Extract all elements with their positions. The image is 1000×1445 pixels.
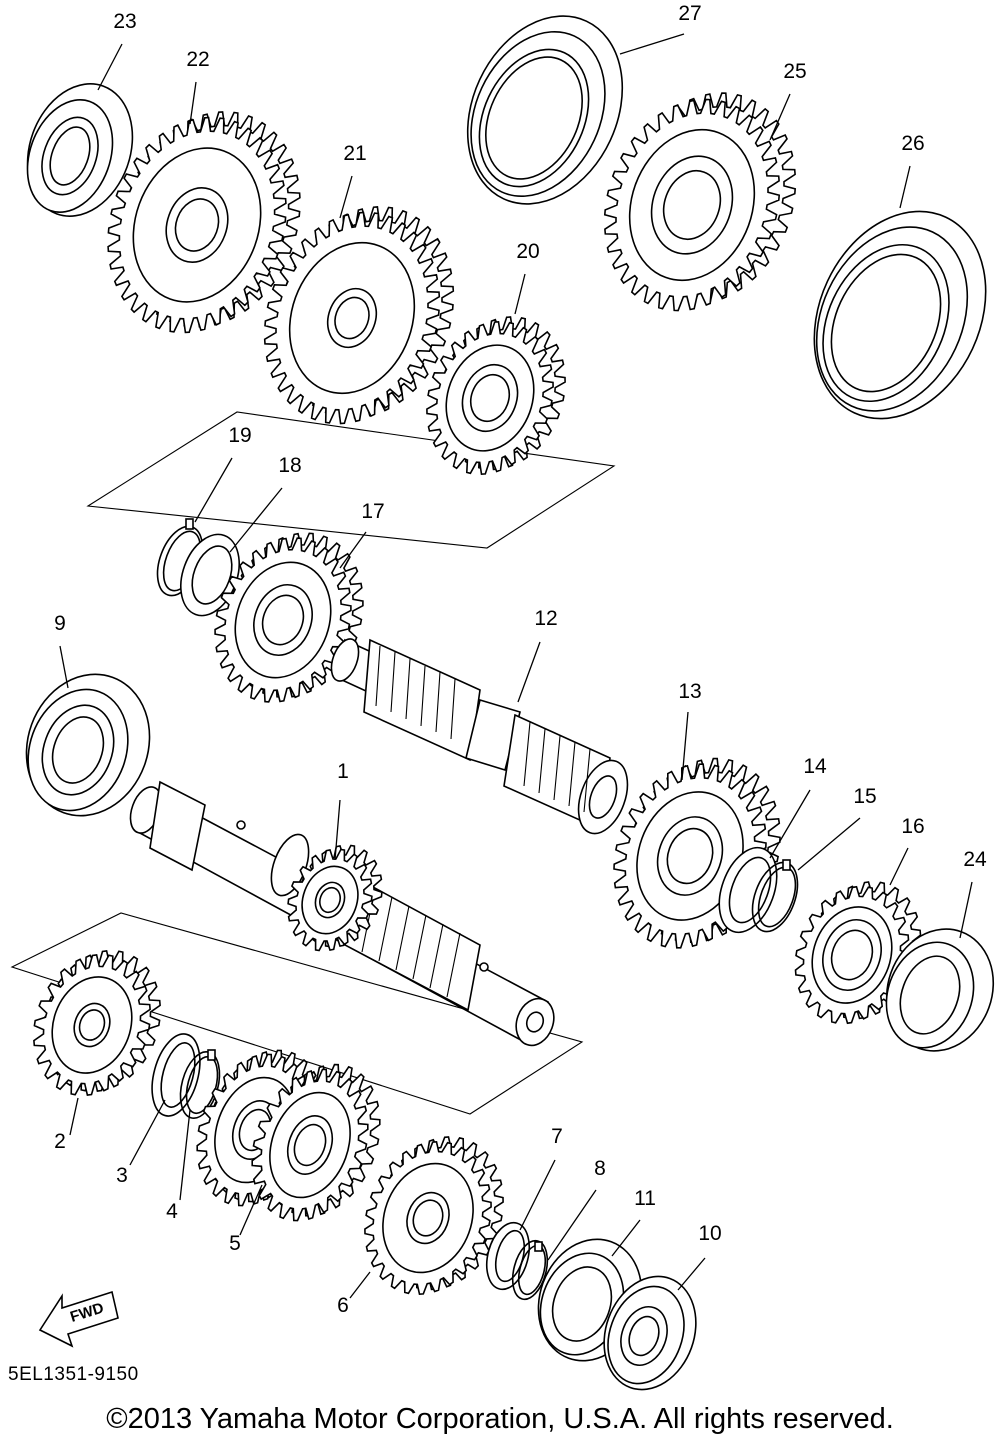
callout-number-26: 26	[901, 132, 924, 155]
callout-leader-1	[334, 799, 341, 861]
callout-leader-25	[769, 93, 791, 141]
callout-number-23: 23	[113, 10, 136, 33]
callout-leader-24	[959, 881, 973, 939]
callout-number-11: 11	[634, 1187, 656, 1210]
callout-leader-16	[889, 847, 909, 886]
callout-number-8: 8	[594, 1157, 606, 1180]
gear-17	[214, 532, 364, 703]
callout-number-20: 20	[516, 240, 539, 263]
gear-21	[263, 206, 455, 425]
bearing-24	[885, 928, 995, 1052]
callout-number-16: 16	[901, 815, 924, 838]
callout-number-15: 15	[853, 785, 876, 808]
bearing-26	[813, 210, 987, 420]
callout-number-14: 14	[803, 755, 827, 778]
fwd-arrow-icon: FWD	[38, 1290, 119, 1348]
circlip-8	[511, 1239, 549, 1301]
callout-number-18: 18	[278, 454, 301, 477]
lower-subassembly-bracket	[10, 912, 584, 1115]
bearing-27	[466, 15, 624, 205]
callout-leader-26	[899, 165, 911, 209]
callout-leader-15	[797, 817, 861, 871]
callout-leader-3	[129, 1099, 166, 1166]
gear-22	[107, 111, 301, 334]
callout-number-12: 12	[534, 607, 557, 630]
callout-leader-9	[59, 645, 69, 689]
gear-2	[33, 950, 161, 1096]
callout-leader-21	[339, 175, 353, 219]
callout-number-2: 2	[54, 1130, 66, 1153]
callout-leader-22	[189, 81, 197, 125]
callout-leader-6	[349, 1271, 371, 1299]
callout-leader-13	[681, 711, 689, 781]
bearing-23	[26, 83, 134, 217]
copyright-notice: ©2013 Yamaha Motor Corporation, U.S.A. A…	[106, 1403, 894, 1435]
callout-number-6: 6	[337, 1294, 349, 1317]
callout-number-17: 17	[361, 500, 384, 523]
callout-leader-5	[239, 1184, 263, 1236]
callout-number-13: 13	[678, 680, 701, 703]
washer-3	[151, 1033, 201, 1117]
callout-number-27: 27	[678, 2, 701, 25]
callout-number-21: 21	[343, 142, 366, 165]
callout-leader-12	[517, 641, 541, 703]
callout-number-22: 22	[186, 48, 209, 71]
callout-leader-2	[69, 1097, 79, 1136]
callout-number-19: 19	[228, 424, 251, 447]
callout-number-25: 25	[783, 60, 806, 83]
oil-seal-10	[603, 1275, 697, 1391]
callout-leader-19	[194, 457, 233, 523]
callout-leader-20	[514, 273, 526, 315]
upper-subassembly-bracket	[86, 411, 616, 549]
callout-number-4: 4	[166, 1200, 178, 1223]
callout-leader-17	[339, 531, 367, 569]
callout-leader-18	[229, 487, 283, 553]
callout-leader-11	[611, 1219, 641, 1257]
circlip-15	[751, 859, 799, 933]
callout-leader-23	[97, 43, 123, 91]
callout-number-10: 10	[698, 1222, 721, 1245]
gear-5-second	[251, 1063, 381, 1222]
callout-leader-4	[179, 1109, 191, 1201]
gear-6	[364, 1136, 504, 1296]
gear-20	[426, 316, 566, 476]
callout-layer: 1234567891011121314151617181920212223242…	[54, 2, 987, 1317]
callout-number-5: 5	[229, 1232, 241, 1255]
callout-number-24: 24	[963, 848, 987, 871]
callout-leader-14	[769, 789, 811, 859]
gear-25	[603, 92, 797, 312]
callout-number-3: 3	[116, 1164, 128, 1187]
drawing-code: 5EL1351-9150	[8, 1364, 139, 1385]
washer-14	[718, 846, 778, 934]
bearing-9	[25, 673, 151, 817]
shaft-12	[330, 638, 629, 835]
callout-number-7: 7	[551, 1125, 563, 1148]
gear-16	[794, 881, 922, 1025]
callout-leader-10	[677, 1257, 706, 1291]
gear-on-shaft-1	[287, 844, 383, 952]
callout-leader-27	[619, 33, 685, 55]
callout-leader-8	[547, 1189, 597, 1261]
callout-number-9: 9	[54, 612, 66, 635]
callout-leader-7	[519, 1159, 556, 1231]
callout-number-1: 1	[337, 760, 349, 783]
